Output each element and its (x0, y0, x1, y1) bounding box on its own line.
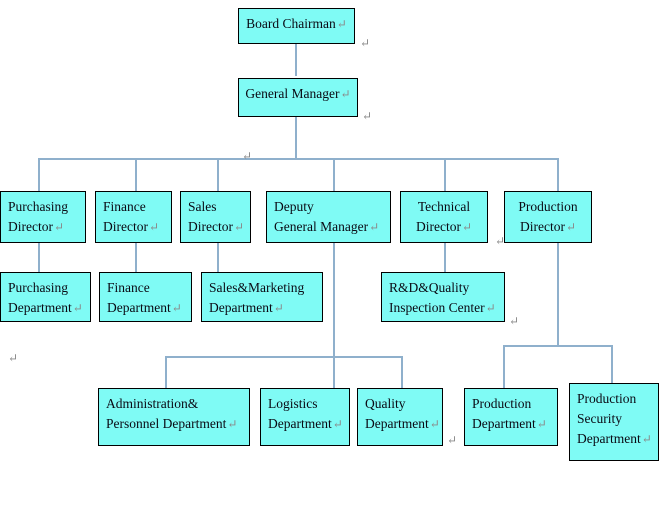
connector-subbus-to-production-department (503, 345, 505, 388)
node-label-finance-director: Finance Director (103, 199, 148, 234)
node-administration-personnel-department[interactable]: Administration& Personnel Department↵ (98, 388, 250, 446)
paragraph-mark-icon: ↵ (72, 301, 83, 315)
node-purchasing-director[interactable]: Purchasing Director↵ (0, 191, 86, 243)
connector-purchasing-director-to-department (38, 243, 40, 272)
node-label-administration-personnel-department: Administration& Personnel Department (106, 396, 227, 431)
paragraph-mark-icon: ↵ (148, 220, 160, 234)
paragraph-mark-icon: ↵ (369, 220, 380, 234)
paragraph-mark-icon: ↵ (485, 301, 496, 315)
node-label-deputy-general-manager: Deputy General Manager (274, 199, 369, 234)
paragraph-mark-icon: ↵ (171, 301, 182, 315)
node-label-technical-director: Technical Director (415, 199, 471, 234)
node-finance-director[interactable]: Finance Director↵ (95, 191, 172, 243)
node-board-chairman[interactable]: Board Chairman↵ (238, 8, 355, 44)
connector-bus-to-deputy-gm (333, 158, 335, 191)
stray-paragraph-mark-left-margin: ↵ (8, 351, 19, 365)
node-label-production-department: Production Department (472, 396, 536, 431)
paragraph-mark-icon: ↵ (565, 220, 577, 234)
node-sales-marketing-department[interactable]: Sales&Marketing Department↵ (201, 272, 323, 322)
stray-paragraph-mark-production-director-left: ↵ (495, 234, 506, 248)
node-sales-director[interactable]: Sales Director↵ (180, 191, 251, 243)
node-rd-quality-inspection-center[interactable]: R&D&Quality Inspection Center↵ (381, 272, 505, 322)
node-label-general-manager: General Manager (245, 86, 340, 101)
paragraph-mark-icon: ↵ (461, 220, 473, 234)
paragraph-mark-icon: ↵ (233, 220, 245, 234)
node-label-rd-quality-inspection-center: R&D&Quality Inspection Center (389, 280, 485, 315)
node-label-production-security-department: Production Security Department (577, 391, 641, 446)
node-technical-director[interactable]: Technical Director↵ (400, 191, 488, 243)
connector-production-subbus (503, 345, 613, 347)
connector-directors-bus (38, 158, 559, 160)
stray-paragraph-mark-bus-top: ↵ (242, 149, 253, 163)
connector-deputy-gm-to-subbus (333, 243, 335, 357)
node-production-director[interactable]: Production Director↵ (504, 191, 592, 243)
connector-deputy-gm-subbus (165, 356, 403, 358)
node-quality-department[interactable]: Quality Department↵ (357, 388, 443, 446)
connector-subbus-to-logistics (333, 356, 335, 388)
node-production-department[interactable]: Production Department↵ (464, 388, 558, 446)
connector-technical-director-to-rd-center (444, 243, 446, 272)
connector-subbus-to-production-security (611, 345, 613, 383)
node-label-purchasing-director: Purchasing Director (8, 199, 68, 234)
paragraph-mark-icon: ↵ (53, 220, 65, 234)
connector-subbus-to-administration (165, 356, 167, 388)
node-label-logistics-department: Logistics Department (268, 396, 332, 431)
node-finance-department[interactable]: Finance Department↵ (99, 272, 192, 322)
stray-paragraph-mark-quality-right: ↵ (447, 433, 458, 447)
paragraph-mark-icon: ↵ (340, 87, 351, 101)
node-label-board-chairman: Board Chairman (246, 16, 336, 31)
connector-bus-to-technical-director (444, 158, 446, 191)
stray-paragraph-mark-rd-right: ↵ (509, 314, 520, 328)
stray-paragraph-mark-gm-right: ↵ (362, 109, 373, 123)
node-label-purchasing-department: Purchasing Department (8, 280, 72, 315)
connector-bus-to-purchasing-director (38, 158, 40, 191)
connector-chairman-to-gm (295, 44, 297, 76)
paragraph-mark-icon: ↵ (536, 417, 547, 431)
paragraph-mark-icon: ↵ (273, 301, 284, 315)
stray-paragraph-mark-chairman-right: ↵ (360, 36, 371, 50)
connector-gm-to-bus (295, 117, 297, 159)
connector-subbus-to-quality (401, 356, 403, 388)
paragraph-mark-icon: ↵ (429, 417, 440, 431)
node-purchasing-department[interactable]: Purchasing Department↵ (0, 272, 91, 322)
connector-bus-to-production-director (557, 158, 559, 191)
node-label-production-director: Production Director (518, 199, 578, 234)
node-label-sales-director: Sales Director (188, 199, 233, 234)
connector-bus-to-finance-director (135, 158, 137, 191)
node-deputy-general-manager[interactable]: Deputy General Manager↵ (266, 191, 391, 243)
paragraph-mark-icon: ↵ (336, 17, 347, 31)
node-production-security-department[interactable]: Production Security Department↵ (569, 383, 659, 461)
paragraph-mark-icon: ↵ (227, 417, 238, 431)
node-label-sales-marketing-department: Sales&Marketing Department (209, 280, 305, 315)
node-label-quality-department: Quality Department (365, 396, 429, 431)
connector-finance-director-to-department (135, 243, 137, 272)
node-label-finance-department: Finance Department (107, 280, 171, 315)
connector-production-director-to-subbus (557, 243, 559, 346)
paragraph-mark-icon: ↵ (332, 417, 343, 431)
connector-sales-director-to-department (217, 243, 219, 272)
connector-bus-to-sales-director (217, 158, 219, 191)
node-general-manager[interactable]: General Manager↵ (238, 78, 358, 117)
node-logistics-department[interactable]: Logistics Department↵ (260, 388, 350, 446)
paragraph-mark-icon: ↵ (641, 432, 652, 446)
